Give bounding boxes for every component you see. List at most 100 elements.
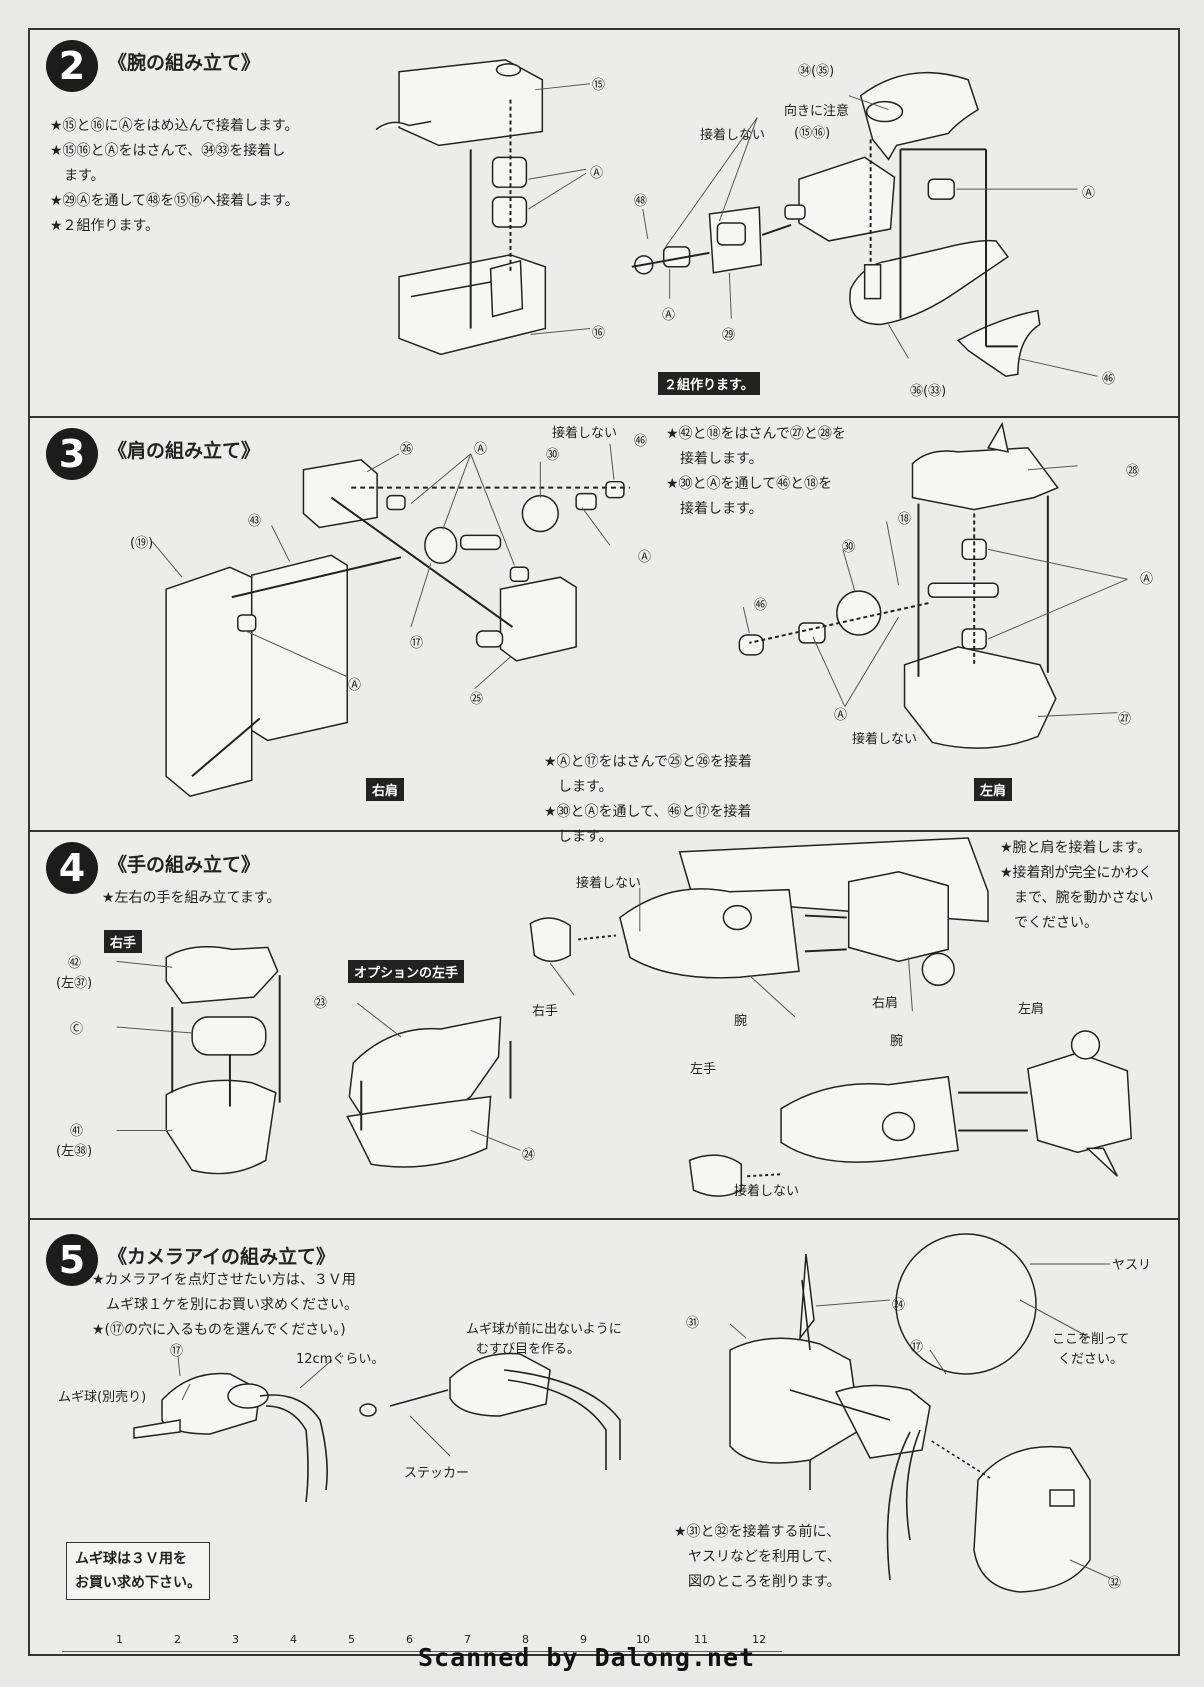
instruction-sheet: 2 《腕の組み立て》 ★⑮と⑯にⒶをはめ込んで接着します。 ★⑮⑯とⒶをはさんで…: [28, 28, 1180, 1656]
part-label: ⑰: [910, 1340, 924, 1355]
make-two-box: ２組作ります。: [658, 372, 760, 395]
step-note: ★左右の手を組み立てます。: [102, 890, 281, 906]
ruler-tick: 8: [522, 1633, 529, 1646]
callout-label: ください。: [1058, 1352, 1124, 1367]
part-label: 右手: [532, 1004, 559, 1019]
part-label: Ⓒ: [70, 1022, 84, 1037]
ruler-tick: 3: [232, 1633, 239, 1646]
step-notes: ★カメラアイを点灯させたい方は、３Ｖ用 ムギ球１ケを別にお買い求めください。 ★…: [92, 1272, 358, 1338]
part-label: ⑯: [592, 326, 606, 341]
part-label: Ⓐ: [662, 308, 676, 323]
ruler-tick: 7: [464, 1633, 471, 1646]
part-label: Ⓐ: [474, 442, 488, 457]
step-number: 2: [46, 40, 98, 92]
ruler-tick: 10: [636, 1633, 650, 1646]
step-5-panel: 5 《カメラアイの組み立て》 ★カメラアイを点灯させたい方は、３Ｖ用 ムギ球１ケ…: [30, 1220, 1178, 1628]
option-left-hand-box: オプションの左手: [348, 960, 465, 983]
part-label: Ⓐ: [590, 166, 604, 181]
step-number: 4: [46, 842, 98, 894]
part-label: ㊶: [70, 1124, 84, 1139]
ruler-tick: 4: [290, 1633, 297, 1646]
part-label: Ⓐ: [638, 550, 652, 565]
ruler-tick: 5: [348, 1633, 355, 1646]
part-label: ステッカー: [404, 1466, 470, 1481]
part-label: ㉔: [522, 1148, 536, 1163]
bulb-callout-box: ムギ球は３Ｖ用を お買い求め下さい。: [66, 1542, 210, 1600]
part-label: ㊻: [1102, 372, 1116, 387]
callout-label: ムギ球が前に出ないように: [466, 1322, 622, 1337]
ruler-ticks: 1 2 3 4 5 6 7 8 9 10 11 12: [62, 1633, 782, 1655]
part-label: ㉗: [1118, 712, 1132, 727]
part-label: ㉕: [470, 692, 484, 707]
part-label: ⑰: [170, 1344, 184, 1359]
step-notes-right: ★腕と肩を接着します。 ★接着剤が完全にかわく まで、腕を動かさない でください…: [1000, 840, 1154, 931]
ruler-tick: 11: [694, 1633, 708, 1646]
part-label: ⑰: [410, 636, 424, 651]
callout-label: 接着しない: [700, 128, 766, 143]
ruler-tick: 9: [580, 1633, 587, 1646]
part-label: (⑲): [130, 536, 154, 551]
right-shoulder-box: 右肩: [366, 778, 405, 801]
step-title: 《腕の組み立て》: [108, 52, 261, 74]
step-notes: ★⑮と⑯にⒶをはめ込んで接着します。 ★⑮⑯とⒶをはさんで、㉞㉝を接着し ます。…: [50, 118, 299, 234]
part-label: ㉜: [1108, 1576, 1122, 1591]
part-label: ㊷: [68, 956, 82, 971]
step-title: 《カメラアイの組み立て》: [108, 1246, 336, 1268]
part-label: ㉓: [314, 996, 328, 1011]
part-label: 左肩: [1018, 1002, 1045, 1017]
part-label: 腕: [734, 1014, 748, 1029]
part-label: ㊸: [248, 514, 262, 529]
step-notes-shoulder-left: ★㊷と⑱をはさんで㉗と㉘を 接着します。 ★㉚とⒶを通して㊻と⑱を 接着します。: [666, 426, 846, 517]
scan-credit: Scanned by Dalong.net: [418, 1643, 756, 1672]
part-label: ㊻: [754, 598, 768, 613]
shoulder-assembly-drawing: [151, 421, 1128, 797]
callout-label: 接着しない: [734, 1184, 800, 1199]
callout-label: むすび目を作る。: [476, 1342, 581, 1357]
part-label: ㉚: [842, 540, 856, 555]
ruler-tick: 1: [116, 1633, 123, 1646]
part-label: Ⓐ: [348, 678, 362, 693]
part-label: ヤスリ: [1112, 1258, 1152, 1273]
ruler-tick: 12: [752, 1633, 766, 1646]
callout-label: 向きに注意: [784, 104, 850, 119]
hand-assembly-drawing: [116, 837, 1133, 1197]
callout-label: 接着しない: [576, 876, 642, 891]
part-label: ㊽: [634, 194, 648, 209]
part-label: ㉞(㉟): [798, 64, 835, 79]
part-label: (左㊲): [56, 976, 93, 991]
part-label: ㉚: [546, 448, 560, 463]
callout-label: 接着しない: [552, 426, 618, 441]
part-label: Ⓐ: [1082, 186, 1096, 201]
step-title: 《手の組み立て》: [108, 854, 261, 876]
step-2-panel: 2 《腕の組み立て》 ★⑮と⑯にⒶをはめ込んで接着します。 ★⑮⑯とⒶをはさんで…: [30, 30, 1178, 418]
part-label: (⑮⑯): [794, 126, 831, 141]
left-shoulder-box: 左肩: [974, 778, 1013, 801]
part-label: (左㊳): [56, 1144, 93, 1159]
step-4-panel: 4 《手の組み立て》 ★左右の手を組み立てます。 右手 オプションの左手 ★腕と…: [30, 832, 1178, 1220]
part-label: ㉛: [686, 1316, 700, 1331]
part-label: ㉔: [892, 1298, 906, 1313]
step-notes-bottom: ★㉛と㉜を接着する前に、 ヤスリなどを利用して、 図のところを削ります。: [674, 1524, 841, 1590]
step-3-panel: 3 《肩の組み立て》 ★㊷と⑱をはさんで㉗と㉘を 接着します。 ★㉚とⒶを通して…: [30, 418, 1178, 845]
part-label: ⑮: [592, 78, 606, 93]
part-label: 右肩: [872, 996, 899, 1011]
callout-label: 接着しない: [852, 732, 918, 747]
ruler-tick: 6: [406, 1633, 413, 1646]
part-label: ⑱: [898, 512, 912, 527]
part-label: Ⓐ: [834, 708, 848, 723]
step-title: 《肩の組み立て》: [108, 440, 261, 462]
part-label: ㊱(㉝): [910, 384, 947, 399]
camera-eye-drawing: [133, 1233, 1111, 1593]
step-number: 3: [46, 428, 98, 480]
callout-label: ここを削って: [1052, 1332, 1130, 1347]
step-notes-shoulder-right: ★Ⓐと⑰をはさんで㉕と㉖を接着 します。 ★㉚とⒶを通して、㊻と⑰を接着 します…: [544, 754, 752, 845]
part-label: ㉖: [400, 442, 414, 457]
part-label: ムギ球(別売り): [58, 1390, 147, 1405]
part-label: ㉘: [1126, 464, 1140, 479]
part-label: 左手: [690, 1062, 717, 1077]
part-label: 腕: [890, 1034, 904, 1049]
right-hand-box: 右手: [104, 930, 143, 953]
part-label: 12cmぐらい。: [296, 1352, 385, 1367]
arm-assembly-drawing: [375, 59, 1098, 377]
part-label: Ⓐ: [1140, 572, 1154, 587]
